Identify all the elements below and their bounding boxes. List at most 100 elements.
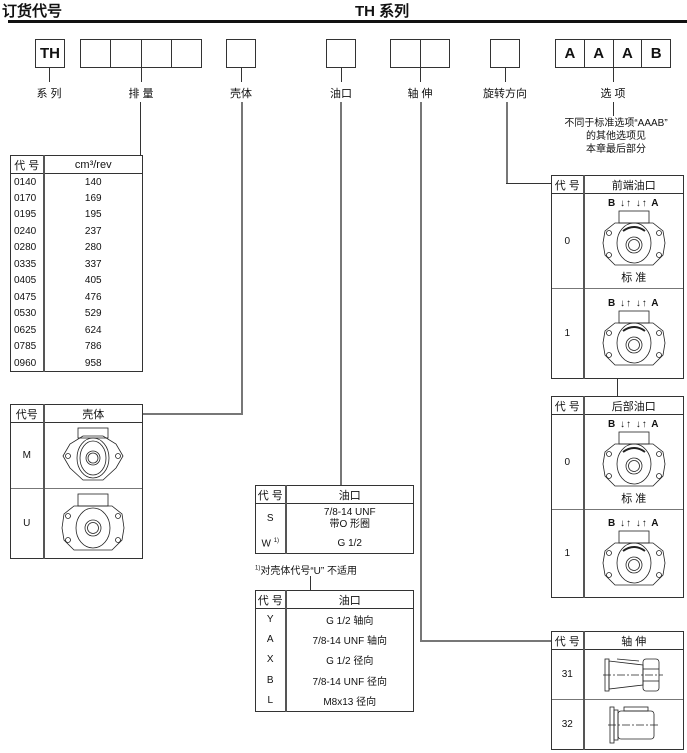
flow-arrows-label: B ↓↑ ↓↑ A	[608, 518, 660, 529]
rotation-code-box	[490, 39, 520, 68]
displacement-code: 0405	[10, 272, 45, 289]
option-cell: A	[585, 40, 614, 67]
note-line: 不同于标准选项“AAAB”	[564, 118, 668, 129]
col-header-code: 代 号	[551, 175, 585, 194]
note-line: 的其他选项见	[586, 131, 646, 142]
header-rule	[8, 20, 687, 23]
displacement-value: 337	[43, 256, 143, 273]
port-desc: G 1/2	[285, 533, 414, 554]
displacement-value: 195	[43, 206, 143, 223]
displacement-value: 169	[43, 190, 143, 207]
label-ports: 油口	[330, 88, 352, 100]
front-port-image-cell: B ↓↑ ↓↑ A 标 准	[583, 193, 684, 289]
option-cell: A	[556, 40, 585, 67]
shaft-code: 32	[551, 699, 585, 750]
col-header-code: 代 号	[255, 485, 287, 504]
col-header-displacement: cm³/rev	[43, 155, 143, 174]
port-code: S	[255, 503, 287, 534]
label-housing: 壳体	[230, 88, 252, 100]
label-displacement: 排 量	[128, 88, 154, 100]
tick	[420, 68, 421, 82]
table-row: 31	[551, 649, 684, 700]
code-cell	[81, 40, 112, 67]
connector-options	[613, 102, 614, 116]
flow-arrows-label: B ↓↑ ↓↑ A	[608, 197, 660, 209]
displacement-code: 0240	[10, 223, 45, 240]
table-row: 0 B ↓↑ ↓↑ A 标 准	[551, 414, 684, 510]
port-code-text: W	[261, 537, 271, 549]
tick	[341, 68, 342, 82]
connector-rotation	[506, 102, 508, 184]
flow-arrows-label: B ↓↑ ↓↑ A	[608, 418, 660, 430]
rear-port-image-cell: B ↓↑ ↓↑ A 标 准	[583, 414, 684, 510]
ports-code-box	[326, 39, 356, 68]
displacement-code: 0280	[10, 239, 45, 256]
footnote-mark: 1)	[273, 537, 280, 544]
displacement-value: 237	[43, 223, 143, 240]
connector-rotation-h	[506, 183, 551, 184]
table-row: 32	[551, 699, 684, 750]
connector-housing	[241, 102, 243, 414]
shaft-image-cell	[583, 649, 684, 700]
shaft-table: 代 号 轴 伸 31 32	[551, 631, 684, 750]
port-desc: G 1/2 径向	[285, 649, 414, 670]
shaft-image-cell	[583, 699, 684, 750]
port-code: B	[255, 670, 287, 691]
connector-shaft-h	[420, 640, 551, 642]
table-row: M	[10, 422, 143, 489]
displacement-value: 476	[43, 289, 143, 306]
port-code: L	[255, 690, 287, 712]
port-desc: 7/8-14 UNF 轴向	[285, 629, 414, 650]
front-port-code: 1	[551, 288, 585, 379]
displacement-value: 405	[43, 272, 143, 289]
table-row: U	[10, 488, 143, 559]
displacement-code: 0170	[10, 190, 45, 207]
option-cell: A	[614, 40, 643, 67]
label-options: 选 项	[600, 88, 626, 100]
port-desc-line: 带O 形圈	[329, 518, 371, 530]
displacement-value: 958	[43, 355, 143, 372]
connector-front-rear	[617, 377, 618, 396]
motor-rear-ports-icon	[602, 431, 666, 486]
housing-code: M	[10, 422, 45, 489]
label-shaft: 轴 伸	[407, 88, 433, 100]
series-code-cell: TH	[40, 45, 60, 62]
tick	[141, 68, 142, 82]
housing-image-cell	[43, 422, 143, 489]
displacement-code: 0530	[10, 305, 45, 322]
front-port-table: 代 号 前端油口 0 B ↓↑ ↓↑ A 标 准 1	[551, 175, 684, 379]
shaft-code: 31	[551, 649, 585, 700]
series-code-box: TH	[35, 39, 65, 68]
footnote-mark: 1)	[255, 565, 261, 572]
code-cell	[172, 40, 201, 67]
standard-caption: 标 准	[621, 492, 647, 505]
code-cell	[111, 40, 142, 67]
code-cell	[391, 40, 421, 67]
table-row: 1 B ↓↑ ↓↑ A	[551, 509, 684, 598]
tick	[241, 68, 242, 82]
displacement-value: 280	[43, 239, 143, 256]
table-row: S 7/8-14 UNF 带O 形圈	[255, 503, 414, 534]
col-header-code: 代 号	[551, 396, 585, 415]
tick	[613, 68, 614, 82]
port-table-1: 代 号 油口 S 7/8-14 UNF 带O 形圈 W 1) G 1/2	[255, 485, 414, 554]
option-cell: B	[650, 45, 662, 62]
label-rotation: 旋转方向	[483, 88, 527, 100]
rear-port-image-cell: B ↓↑ ↓↑ A	[583, 509, 684, 598]
port-desc-line: 7/8-14 UNF	[323, 506, 376, 518]
housing-u-flange-icon	[61, 493, 125, 550]
